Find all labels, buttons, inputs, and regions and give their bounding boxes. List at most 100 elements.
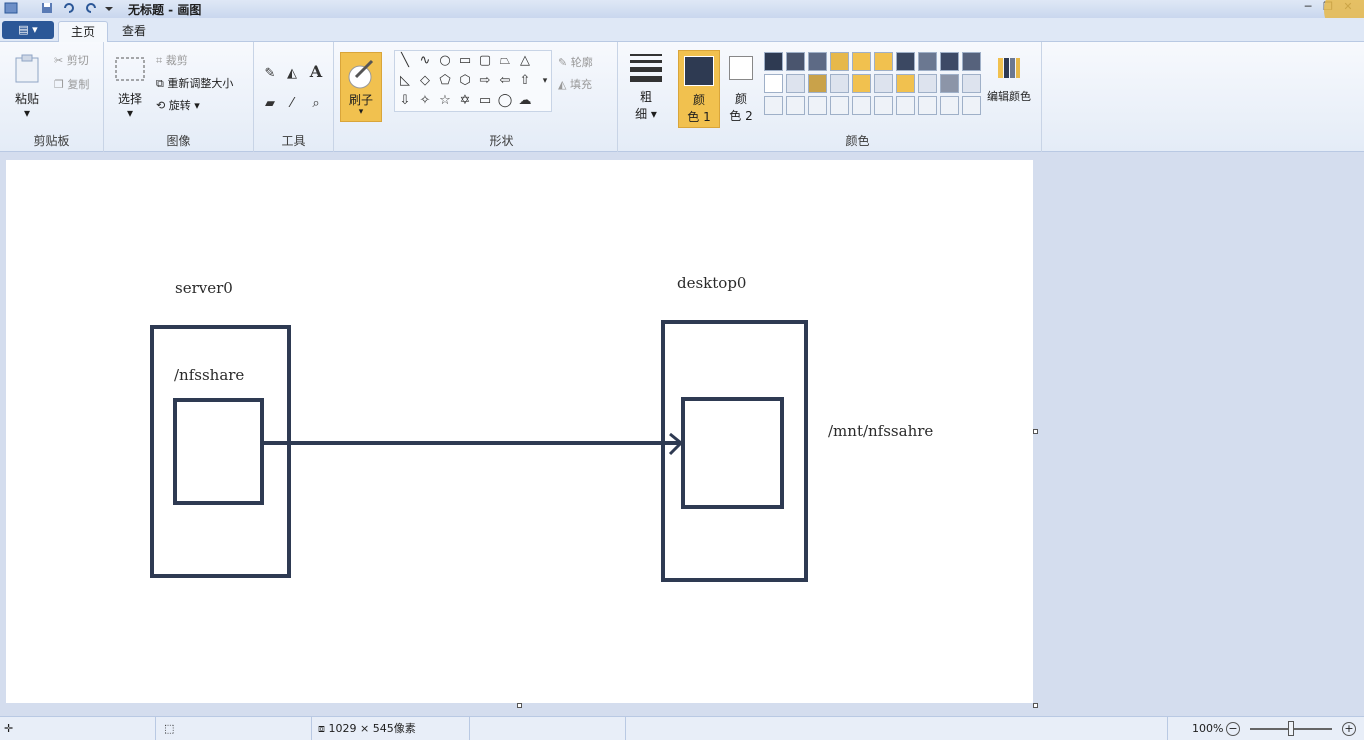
palette-swatch[interactable] bbox=[830, 96, 849, 115]
share-box bbox=[173, 398, 264, 505]
palette-swatch[interactable] bbox=[786, 74, 805, 93]
oval-shape-icon[interactable]: ○ bbox=[439, 53, 451, 68]
palette-swatch[interactable] bbox=[808, 52, 827, 71]
callout-rect-shape-icon[interactable]: ▭ bbox=[478, 93, 492, 108]
customize-toolbar-icon[interactable] bbox=[104, 1, 118, 15]
palette-swatch[interactable] bbox=[764, 74, 783, 93]
color2-button[interactable]: 颜 色 2 bbox=[724, 50, 758, 128]
palette-swatch[interactable] bbox=[896, 52, 915, 71]
paint-app-icon[interactable] bbox=[4, 1, 18, 15]
palette-swatch[interactable] bbox=[808, 74, 827, 93]
right-arrow-shape-icon[interactable]: ⇨ bbox=[479, 73, 491, 88]
palette-swatch[interactable] bbox=[852, 74, 871, 93]
palette-swatch[interactable] bbox=[962, 74, 981, 93]
rotate-button[interactable]: ⟲ 旋转 ▾ bbox=[156, 99, 200, 112]
palette-swatch[interactable] bbox=[896, 74, 915, 93]
select-icon[interactable] bbox=[114, 56, 146, 82]
edit-colors-icon[interactable] bbox=[994, 54, 1022, 82]
diamond-shape-icon[interactable]: ◇ bbox=[420, 73, 430, 88]
cut-button[interactable]: ✂ 剪切 bbox=[54, 54, 89, 67]
palette-swatch[interactable] bbox=[852, 52, 871, 71]
pentagon-shape-icon[interactable]: ⬠ bbox=[439, 73, 451, 88]
palette-swatch[interactable] bbox=[786, 52, 805, 71]
outline-button[interactable]: ✎ 轮廓 bbox=[558, 56, 593, 69]
redo-icon[interactable] bbox=[84, 1, 98, 15]
paint-menu-button[interactable]: ▤ ▾ bbox=[2, 21, 54, 39]
pencil-icon[interactable]: ✎ bbox=[264, 66, 276, 81]
eraser-icon[interactable]: ▰ bbox=[265, 96, 275, 111]
palette-swatch[interactable] bbox=[874, 74, 893, 93]
fill-icon[interactable]: ◭ bbox=[287, 66, 297, 81]
four-point-star-shape-icon[interactable]: ✧ bbox=[419, 93, 431, 108]
palette-swatch[interactable] bbox=[830, 52, 849, 71]
palette-swatch[interactable] bbox=[874, 52, 893, 71]
window-title: 无标题 - 画图 bbox=[128, 3, 202, 17]
right-triangle-shape-icon[interactable]: ◺ bbox=[400, 73, 410, 88]
palette-swatch[interactable] bbox=[940, 52, 959, 71]
palette-swatch[interactable] bbox=[764, 52, 783, 71]
edit-colors-button[interactable]: 编辑颜色 bbox=[987, 90, 1031, 103]
zoom-out-icon[interactable]: − bbox=[1226, 722, 1240, 736]
palette-swatch[interactable] bbox=[918, 52, 937, 71]
drawing-canvas[interactable]: server0 desktop0 /nfsshare /mnt/nfssahre bbox=[6, 160, 1033, 703]
left-arrow-shape-icon[interactable]: ⇦ bbox=[499, 73, 511, 88]
resize-handle-corner[interactable] bbox=[1033, 703, 1038, 708]
status-section-empty bbox=[470, 717, 626, 740]
select-dropdown-icon[interactable]: ▾ bbox=[126, 106, 134, 120]
tab-view[interactable]: 查看 bbox=[122, 24, 147, 38]
palette-swatch[interactable] bbox=[830, 74, 849, 93]
palette-swatch[interactable] bbox=[896, 96, 915, 115]
rectangle-shape-icon[interactable]: ▭ bbox=[458, 53, 472, 68]
minimize-icon[interactable]: ─ bbox=[1304, 0, 1312, 13]
hexagon-shape-icon[interactable]: ⬡ bbox=[459, 73, 471, 88]
color1-button[interactable]: 颜 色 1 bbox=[678, 50, 720, 128]
six-point-star-shape-icon[interactable]: ✡ bbox=[459, 93, 471, 108]
paste-dropdown-icon[interactable]: ▾ bbox=[23, 106, 31, 120]
up-arrow-shape-icon[interactable]: ⇧ bbox=[519, 73, 531, 88]
palette-swatch[interactable] bbox=[918, 74, 937, 93]
zoom-slider-thumb[interactable] bbox=[1288, 721, 1294, 736]
callout-cloud-shape-icon[interactable]: ☁ bbox=[518, 93, 532, 108]
brushes-button[interactable]: 刷子 ▾ bbox=[340, 52, 382, 122]
palette-swatch[interactable] bbox=[940, 74, 959, 93]
line-shape-icon[interactable]: ╲ bbox=[401, 53, 409, 68]
zoom-in-icon[interactable]: + bbox=[1342, 722, 1356, 736]
five-point-star-shape-icon[interactable]: ☆ bbox=[439, 93, 451, 108]
tab-home[interactable]: 主页 bbox=[58, 21, 109, 42]
resize-handle-bottom[interactable] bbox=[517, 703, 522, 708]
save-icon[interactable] bbox=[40, 1, 54, 15]
size-label-line1[interactable]: 粗 bbox=[639, 90, 652, 104]
polygon-shape-icon[interactable]: ⏢ bbox=[499, 53, 511, 68]
color-picker-icon[interactable]: ⁄ bbox=[290, 96, 294, 111]
palette-swatch[interactable] bbox=[940, 96, 959, 115]
shapes-more-icon[interactable]: ▾ bbox=[542, 76, 548, 86]
undo-icon[interactable] bbox=[62, 1, 76, 15]
fill-button[interactable]: ◭ 填充 bbox=[558, 78, 592, 91]
paste-button[interactable]: 粘贴 bbox=[14, 92, 39, 106]
resize-button[interactable]: ⧉ 重新调整大小 bbox=[156, 77, 234, 90]
palette-swatch[interactable] bbox=[918, 96, 937, 115]
palette-swatch[interactable] bbox=[808, 96, 827, 115]
triangle-shape-icon[interactable]: △ bbox=[520, 53, 530, 68]
palette-swatch[interactable] bbox=[786, 96, 805, 115]
line-width-icon[interactable] bbox=[630, 54, 662, 82]
brush-icon bbox=[348, 59, 374, 89]
palette-swatch[interactable] bbox=[852, 96, 871, 115]
magnifier-icon[interactable]: ⌕ bbox=[312, 96, 320, 111]
rounded-rectangle-shape-icon[interactable]: ▢ bbox=[478, 53, 492, 68]
callout-oval-shape-icon[interactable]: ◯ bbox=[497, 93, 513, 108]
clipboard-icon[interactable] bbox=[14, 54, 40, 84]
text-tool-icon[interactable]: A bbox=[309, 62, 323, 81]
copy-button[interactable]: ❐ 复制 bbox=[54, 78, 90, 91]
crop-button[interactable]: ⌗ 裁剪 bbox=[156, 54, 188, 67]
select-button[interactable]: 选择 bbox=[117, 92, 142, 106]
down-arrow-shape-icon[interactable]: ⇩ bbox=[399, 93, 411, 108]
curve-shape-icon[interactable]: ∿ bbox=[419, 53, 431, 68]
resize-handle-right[interactable] bbox=[1033, 429, 1038, 434]
palette-swatch[interactable] bbox=[764, 96, 783, 115]
palette-swatch[interactable] bbox=[962, 96, 981, 115]
shapes-group: ╲ ∿ ○ ▭ ▢ ⏢ △ ◺ ◇ ⬠ ⬡ ⇨ ⇦ ⇧ ⇩ ✧ ☆ ✡ ▭ ◯ … bbox=[386, 42, 618, 152]
palette-swatch[interactable] bbox=[874, 96, 893, 115]
size-button[interactable]: 细 ▾ bbox=[635, 107, 657, 121]
palette-swatch[interactable] bbox=[962, 52, 981, 71]
